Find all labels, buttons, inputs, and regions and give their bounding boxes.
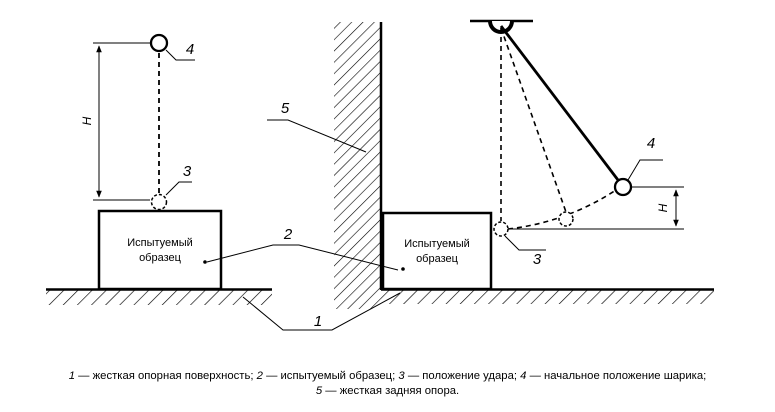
legend-caption: 1 — жесткая опорная поверхность; 2 — исп…	[0, 369, 775, 399]
callout-5: 5	[281, 100, 290, 117]
specimen-label-right-line1: Испытуемый	[404, 238, 470, 250]
ball-start-right	[613, 177, 633, 197]
leader-2	[206, 244, 399, 271]
rigid-back-support	[334, 22, 381, 309]
legend-text-1: жесткая опорная поверхность;	[92, 370, 254, 382]
specimen-box-right	[381, 211, 493, 291]
legend-line-2: 5 — жесткая задняя опора.	[0, 384, 775, 399]
ball-start-left	[149, 33, 169, 53]
height-symbol-left: H	[80, 116, 94, 125]
pendulum-height-dimension	[509, 186, 684, 230]
specimen-dot-left	[203, 260, 207, 264]
legend-num-4: 4	[520, 370, 527, 382]
ground-surface-left	[46, 288, 272, 305]
pendulum-cord	[499, 25, 620, 181]
ball-impact-left	[150, 193, 168, 211]
pendulum-path-intermediate	[500, 27, 567, 213]
callout-2: 2	[283, 226, 293, 243]
legend-dash-1: —	[78, 370, 90, 382]
ball-mid-right	[558, 211, 574, 227]
leader-3-left	[165, 181, 192, 196]
specimen-label-left-line1: Испытуемый	[127, 237, 193, 249]
legend-line-1: 1 — жесткая опорная поверхность; 2 — исп…	[0, 369, 775, 384]
callout-3-right: 3	[533, 251, 542, 268]
legend-dash-3: —	[407, 370, 420, 382]
ball-impact-right	[493, 221, 509, 237]
pendulum-swing-arc	[507, 185, 623, 230]
drop-height-dimension	[93, 42, 150, 201]
leader-3-right	[504, 235, 546, 251]
callout-4-right: 4	[647, 135, 655, 152]
callout-1: 1	[314, 313, 322, 330]
height-symbol-right: H	[656, 203, 670, 212]
legend-dash-2: —	[266, 370, 278, 382]
specimen-box-left	[97, 209, 223, 291]
specimen-label-right-line2: образец	[416, 253, 459, 265]
callout-3-left: 3	[183, 163, 192, 180]
specimen-dot-right	[401, 267, 405, 271]
legend-text-5: жесткая задняя опора.	[339, 385, 460, 397]
leader-4-right	[627, 159, 663, 181]
callout-4-left: 4	[186, 41, 194, 58]
leader-4-left	[165, 49, 195, 61]
legend-num-2: 2	[256, 370, 263, 382]
legend-num-1: 1	[68, 370, 76, 382]
legend-text-2: испытуемый образец;	[280, 370, 396, 382]
ground-surface-right	[381, 288, 714, 304]
specimen-label-left-line2: образец	[139, 252, 182, 264]
legend-text-4: начальное положение шарика;	[544, 370, 707, 382]
legend-num-5: 5	[315, 385, 323, 397]
legend-num-3: 3	[398, 370, 405, 382]
legend-text-3: положение удара;	[422, 370, 517, 382]
legend-dash-5: —	[325, 385, 337, 397]
legend-dash-4: —	[529, 370, 541, 382]
impact-test-diagram: Испытуемый образец H 3 4 Испытуемый обра…	[46, 19, 714, 331]
leader-1	[242, 292, 401, 331]
leader-5	[267, 119, 367, 153]
